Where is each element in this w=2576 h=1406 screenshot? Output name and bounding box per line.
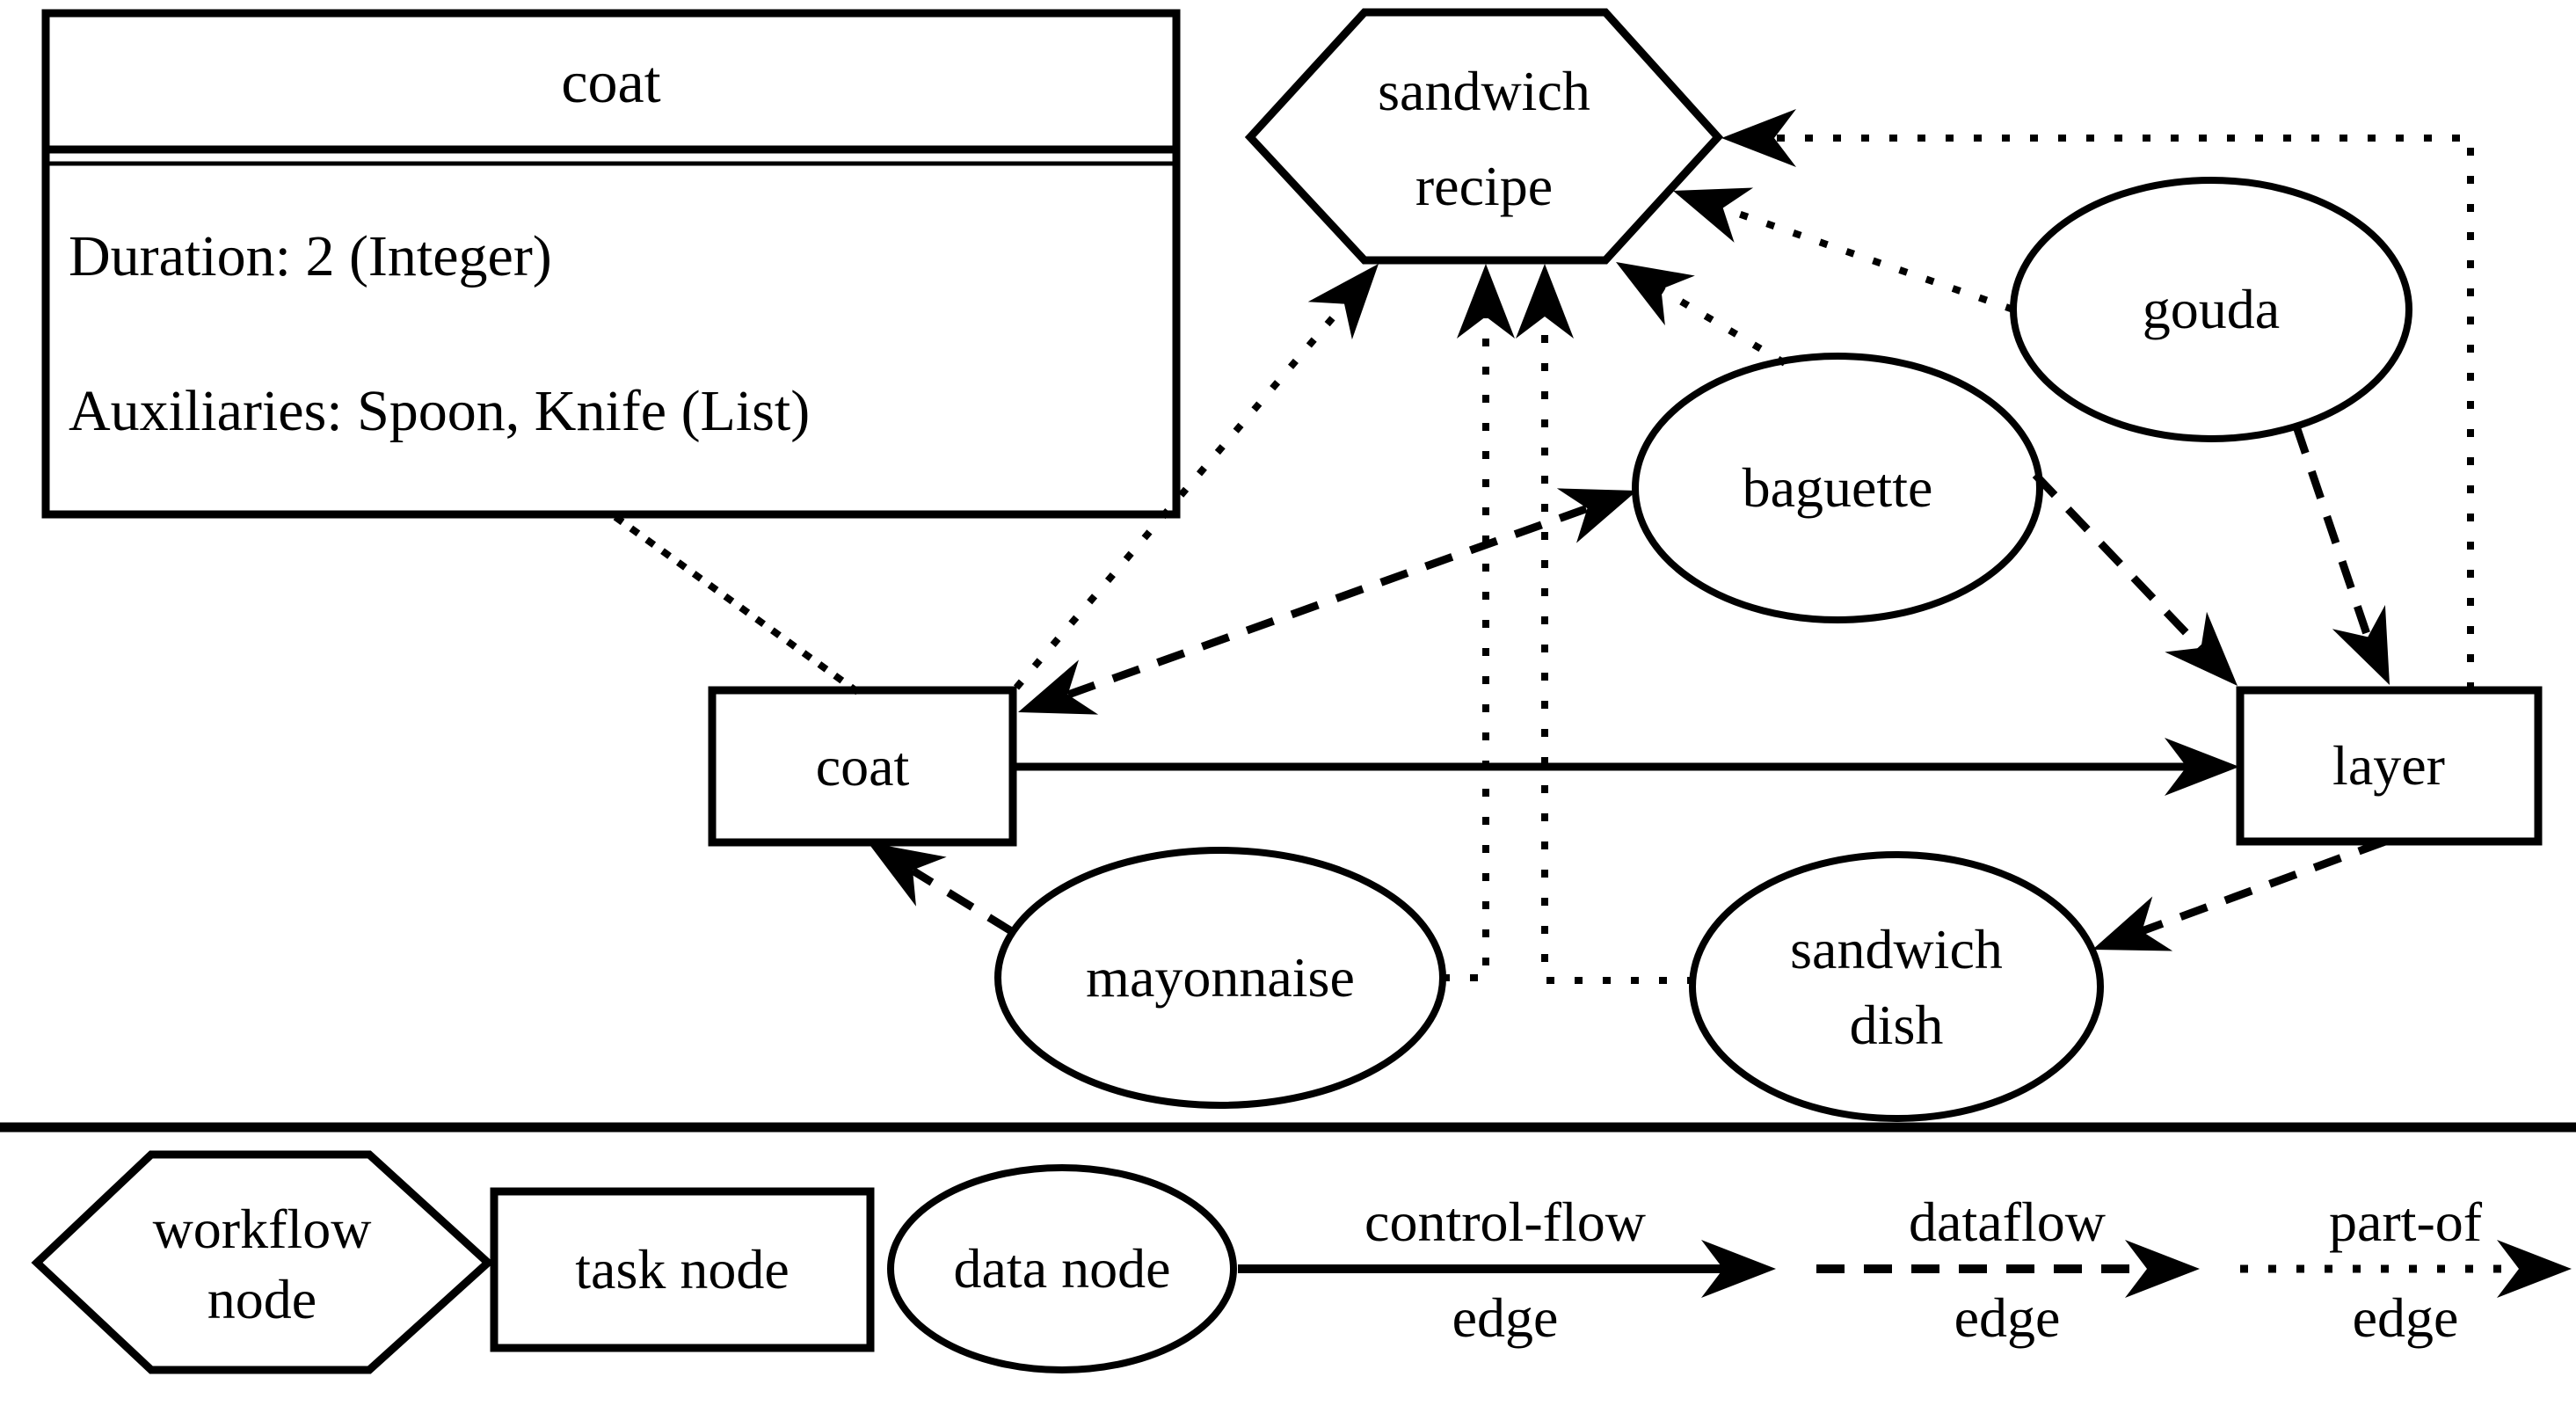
legend-dataflow-label-line1: dataflow xyxy=(1909,1191,2106,1253)
sandwich-dish-label-line2: dish xyxy=(1849,994,1944,1056)
edge-dataflow-gouda-layer xyxy=(2292,425,2372,638)
edge-partof-baguette-recipe xyxy=(1658,286,1787,367)
legend-task-rect xyxy=(490,1187,875,1352)
edge-table-coat xyxy=(613,514,862,696)
legend-data-ellipse xyxy=(887,1164,1237,1373)
arrowhead-layer-dish xyxy=(2092,896,2173,951)
arrowhead-dataflow-into-coat xyxy=(1018,659,1099,715)
arrowhead-mayonnaise-recipe xyxy=(1457,264,1515,339)
arrowhead-dish-recipe xyxy=(1516,264,1574,339)
baguette-label: baguette xyxy=(1742,456,1933,519)
legend-partof-arrowhead xyxy=(2497,1240,2572,1298)
legend-partof-label-line1: part-of xyxy=(2328,1191,2483,1253)
legend-workflow-label-line1: workflow xyxy=(152,1198,372,1260)
legend-controlflow-arrowhead xyxy=(1701,1240,1776,1298)
attribute-table-row-auxiliaries: Auxiliaries: Spoon, Knife (List) xyxy=(69,379,811,443)
legend-task-label: task node xyxy=(575,1238,790,1300)
sandwich-dish-label-line1: sandwich xyxy=(1790,918,2003,980)
arrowheads xyxy=(868,109,2390,951)
mayonnaise-label: mayonnaise xyxy=(1086,946,1355,1009)
task-node-layer xyxy=(2236,686,2543,846)
arrowhead-baguette-layer xyxy=(2165,611,2238,686)
legend-controlflow-label-line2: edge xyxy=(1452,1286,1559,1349)
legend-data-label: data node xyxy=(953,1237,1171,1300)
edge-partof-layer-recipe xyxy=(1774,135,2474,690)
arrowhead-dataflow-into-baguette xyxy=(1556,488,1637,543)
arrowhead-layer-recipe xyxy=(1721,109,1796,167)
arrowhead-gouda-recipe xyxy=(1673,187,1754,243)
data-node-sandwich-dish xyxy=(1689,851,2104,1122)
edge-partof-dish-recipe xyxy=(1541,314,1695,984)
legend-dataflow-label-line2: edge xyxy=(1954,1286,2061,1349)
edge-dataflow-baguette-layer xyxy=(2032,471,2204,652)
data-node-baguette xyxy=(1632,353,2043,623)
attribute-table-title: coat xyxy=(561,48,661,115)
gouda-label: gouda xyxy=(2142,278,2281,340)
edge-dataflow-layer-dish xyxy=(2140,837,2387,936)
workflow-node-label-line1: sandwich xyxy=(1378,60,1590,122)
edge-partof-gouda-recipe xyxy=(1721,205,2015,313)
legend-partof-label-line2: edge xyxy=(2352,1286,2459,1349)
workflow-node-sandwich-recipe xyxy=(1244,8,1724,265)
coat-label: coat xyxy=(815,735,910,798)
legend-controlflow-label-line1: control-flow xyxy=(1364,1191,1646,1253)
workflow-node-label-line2: recipe xyxy=(1415,155,1554,217)
edge-partof-mayonnaise-recipe xyxy=(1442,314,1489,981)
layer-label: layer xyxy=(2332,734,2445,797)
legend-dataflow-arrowhead xyxy=(2125,1240,2200,1298)
arrowhead-gouda-layer xyxy=(2332,604,2390,685)
arrowhead-mayonnaise-coat xyxy=(868,842,947,907)
arrowhead-baguette-recipe xyxy=(1616,262,1695,326)
arrowhead-coat-recipe xyxy=(1307,264,1379,340)
task-node-coat xyxy=(708,686,1017,847)
legend-workflow-hexagon xyxy=(31,1150,494,1374)
attribute-table-box xyxy=(41,9,1181,519)
arrowhead-controlflow-layer xyxy=(2165,738,2239,796)
edge-dataflow-mayonnaise-coat xyxy=(910,867,1015,936)
attribute-table-row-duration: Duration: 2 (Integer) xyxy=(69,224,552,288)
legend-workflow-label-line2: node xyxy=(207,1268,317,1330)
